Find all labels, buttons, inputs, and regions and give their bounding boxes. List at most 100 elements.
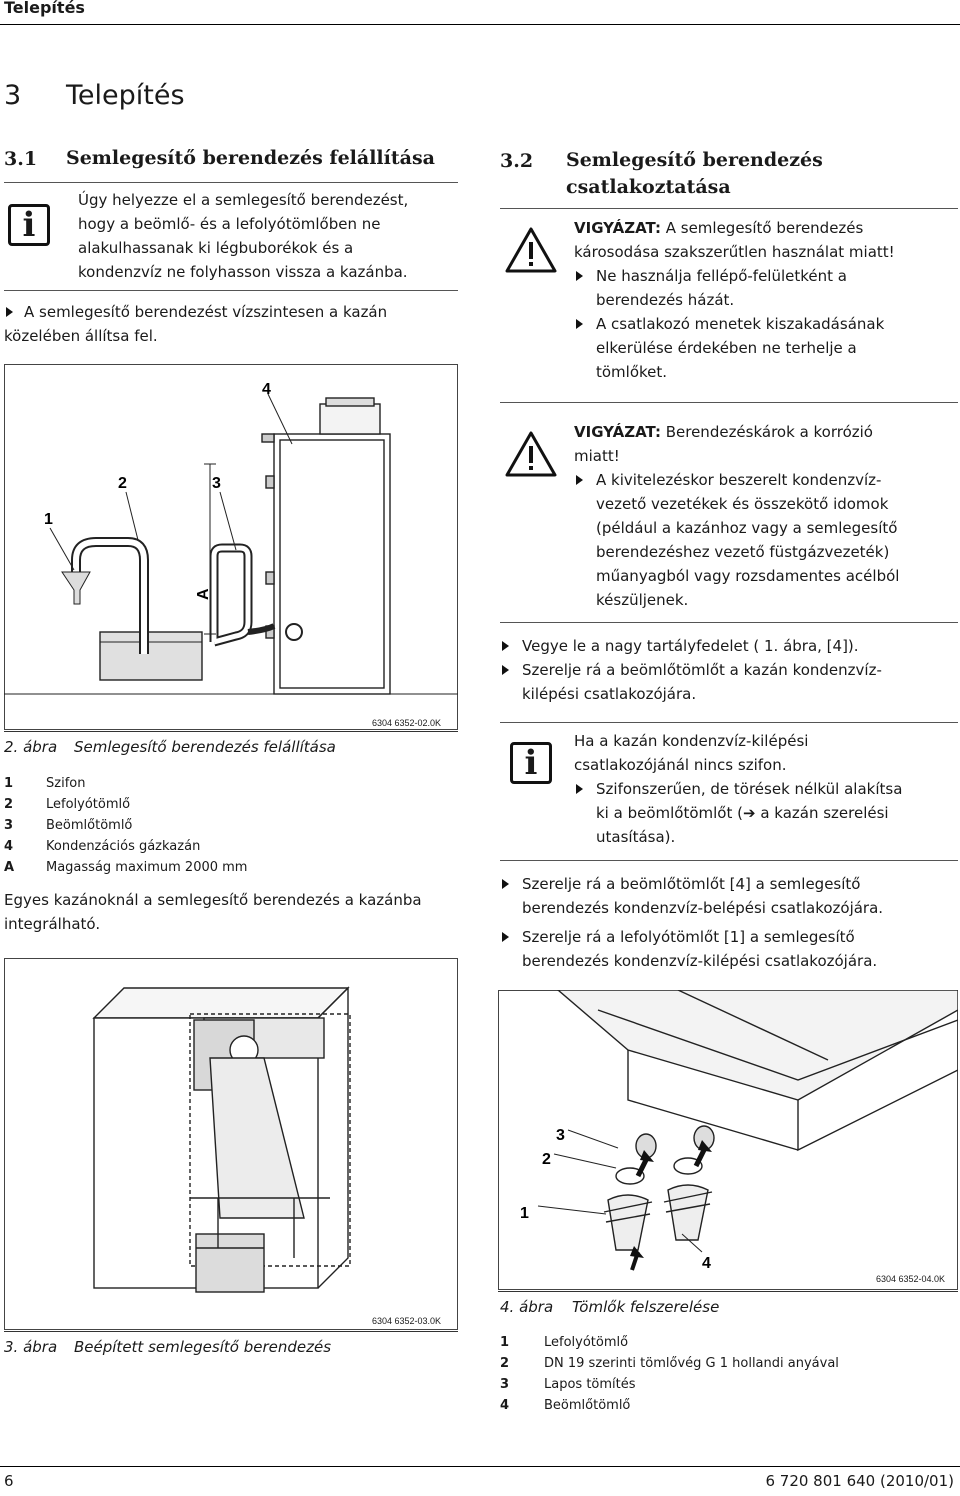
figure-4-drawing: 3 2 1 4 bbox=[498, 990, 958, 1290]
info-line: csatlakozójánál nincs szifon. bbox=[574, 756, 787, 774]
step-line: Ne használja fellépő-felületként a bbox=[596, 267, 847, 285]
info-step: Szifonszerűen, de törések nélkül alakíts… bbox=[574, 777, 958, 849]
figure-3-drawing bbox=[4, 958, 458, 1330]
warning-label: VIGYÁZAT: bbox=[574, 423, 661, 441]
bullet-icon bbox=[576, 319, 583, 329]
divider bbox=[4, 290, 458, 291]
info-note-2: Ha a kazán kondenzvíz-kilépési csatlakoz… bbox=[574, 729, 958, 849]
warning-label: VIGYÁZAT: bbox=[574, 219, 661, 237]
fig2-caption: Semlegesítő berendezés felállítása bbox=[74, 738, 336, 756]
divider bbox=[500, 402, 958, 403]
bullet-icon bbox=[502, 932, 509, 942]
title-line: Semlegesítő berendezés bbox=[566, 149, 823, 171]
warning-text: károsodása szakszerűtlen használat miatt… bbox=[574, 243, 895, 261]
step: Szerelje rá a lefolyótömlőt [1] a semleg… bbox=[500, 925, 958, 973]
figure-2-drawing: 1 2 3 4 A bbox=[4, 364, 458, 730]
fig2-label-4: 4 bbox=[262, 381, 271, 398]
document-number: 6 720 801 640 (2010/01) bbox=[765, 1472, 954, 1490]
note-line: integrálható. bbox=[4, 915, 101, 933]
legend-key: 3 bbox=[500, 1377, 510, 1392]
step-line: (például a kazánhoz vagy a semlegesítő bbox=[596, 519, 898, 537]
info-line: alakulhassanak ki légbuborékok és a bbox=[78, 239, 354, 257]
page-header: Telepítés bbox=[0, 0, 960, 25]
divider bbox=[500, 208, 958, 209]
bullet-icon bbox=[6, 307, 13, 317]
info-icon: i bbox=[510, 742, 552, 784]
integration-note: Egyes kazánoknál a semlegesítő berendezé… bbox=[4, 888, 458, 936]
step-line: Szerelje rá a beömlőtömlőt a kazán konde… bbox=[522, 661, 882, 679]
legend-key: 2 bbox=[4, 797, 14, 812]
legend-value: Beömlőtömlő bbox=[46, 818, 133, 833]
footer-divider bbox=[0, 1466, 960, 1467]
info-line: Úgy helyezze el a semlegesítő berendezés… bbox=[78, 191, 409, 209]
divider bbox=[500, 860, 958, 861]
step-line: műanyagból vagy rozsdamentes acélból bbox=[596, 567, 900, 585]
legend-value: DN 19 szerinti tömlővég G 1 hollandi any… bbox=[544, 1356, 839, 1371]
steps-b: Szerelje rá a beömlőtömlőt [4] a semlege… bbox=[500, 872, 958, 973]
fig4-label-2: 2 bbox=[542, 1151, 551, 1168]
legend-value: Szifon bbox=[46, 776, 86, 791]
bullet-icon bbox=[576, 271, 583, 281]
step-line: tömlőket. bbox=[596, 363, 668, 381]
legend-key: 4 bbox=[4, 839, 14, 854]
fig3-caption: Beépített semlegesítő berendezés bbox=[74, 1338, 332, 1356]
fig2-label-3: 3 bbox=[212, 475, 221, 492]
step-line: utasítása). bbox=[596, 828, 676, 846]
divider bbox=[500, 722, 958, 723]
divider bbox=[4, 1331, 458, 1332]
info-line: Ha a kazán kondenzvíz-kilépési bbox=[574, 732, 809, 750]
step-line: készüljenek. bbox=[596, 591, 689, 609]
legend-value: Lapos tömítés bbox=[544, 1377, 636, 1392]
step-line: kilépési csatlakozójára. bbox=[522, 685, 697, 703]
warning-step: A kivitelezéskor beszerelt kondenzvíz- v… bbox=[574, 468, 958, 612]
info-line: kondenzvíz ne folyhasson vissza a kazánb… bbox=[78, 263, 408, 281]
legend-key: 2 bbox=[500, 1356, 510, 1371]
info-line: hogy a beömlő- és a lefolyótömlőben ne bbox=[78, 215, 381, 233]
chapter-title: Telepítés bbox=[66, 80, 185, 111]
legend-item: 1 Szifon bbox=[4, 773, 458, 794]
step-line: ki a beömlőtömlőt (➔ a kazán szerelési bbox=[596, 804, 889, 822]
fig3-code: 6304 6352-03.0K bbox=[372, 1316, 442, 1326]
fig4-caption-number: 4. ábra bbox=[500, 1298, 554, 1316]
section-3-1-number: 3.1 bbox=[4, 148, 38, 170]
page-number: 6 bbox=[4, 1472, 14, 1490]
step-line: A kivitelezéskor beszerelt kondenzvíz- bbox=[596, 471, 882, 489]
header-title: Telepítés bbox=[4, 0, 85, 17]
divider bbox=[500, 622, 958, 623]
bullet-icon bbox=[502, 641, 509, 651]
legend-value: Lefolyótömlő bbox=[46, 797, 131, 812]
step-line: elkerülése érdekében ne terhelje a bbox=[596, 339, 857, 357]
step-line: vezető vezetékek és összekötő idomok bbox=[596, 495, 889, 513]
legend-key: 3 bbox=[4, 818, 14, 833]
step-line: berendezés kondenzvíz-kilépési csatlakoz… bbox=[522, 952, 878, 970]
step-line: A csatlakozó menetek kiszakadásának bbox=[596, 315, 885, 333]
warning-text: miatt! bbox=[574, 447, 620, 465]
step-line: berendezéshez vezető füstgázvezeték) bbox=[596, 543, 890, 561]
legend-key: A bbox=[4, 860, 15, 875]
legend-key: 1 bbox=[4, 776, 14, 791]
step-line: Szerelje rá a beömlőtömlőt [4] a semlege… bbox=[522, 875, 861, 893]
bullet-icon bbox=[576, 475, 583, 485]
warning-step: A csatlakozó menetek kiszakadásának elke… bbox=[574, 312, 958, 384]
title-line: csatlakoztatása bbox=[566, 176, 731, 198]
section-3-2-number: 3.2 bbox=[500, 150, 534, 172]
warning-text: Berendezéskárok a korrózió bbox=[660, 423, 873, 441]
divider bbox=[498, 1291, 958, 1292]
section-3-1-title: Semlegesítő berendezés felállítása bbox=[66, 147, 435, 169]
legend-value: Lefolyótömlő bbox=[544, 1335, 629, 1350]
note-line: Egyes kazánoknál a semlegesítő berendezé… bbox=[4, 891, 422, 909]
section-3-2-title: Semlegesítő berendezés csatlakoztatása bbox=[566, 147, 946, 201]
step-place: A semlegesítő berendezést vízszintesen a… bbox=[4, 300, 458, 348]
fig4-code: 6304 6352-04.0K bbox=[876, 1274, 946, 1284]
fig2-code: 6304 6352-02.0K bbox=[372, 718, 442, 728]
step: Szerelje rá a beömlőtömlőt a kazán konde… bbox=[500, 658, 958, 706]
step-line: berendezés házát. bbox=[596, 291, 735, 309]
legend-item: 3 Beömlőtömlő bbox=[4, 815, 458, 836]
step-line: berendezés kondenzvíz-belépési csatlakoz… bbox=[522, 899, 884, 917]
fig4-label-4: 4 bbox=[702, 1255, 711, 1272]
fig2-caption-number: 2. ábra bbox=[4, 738, 58, 756]
